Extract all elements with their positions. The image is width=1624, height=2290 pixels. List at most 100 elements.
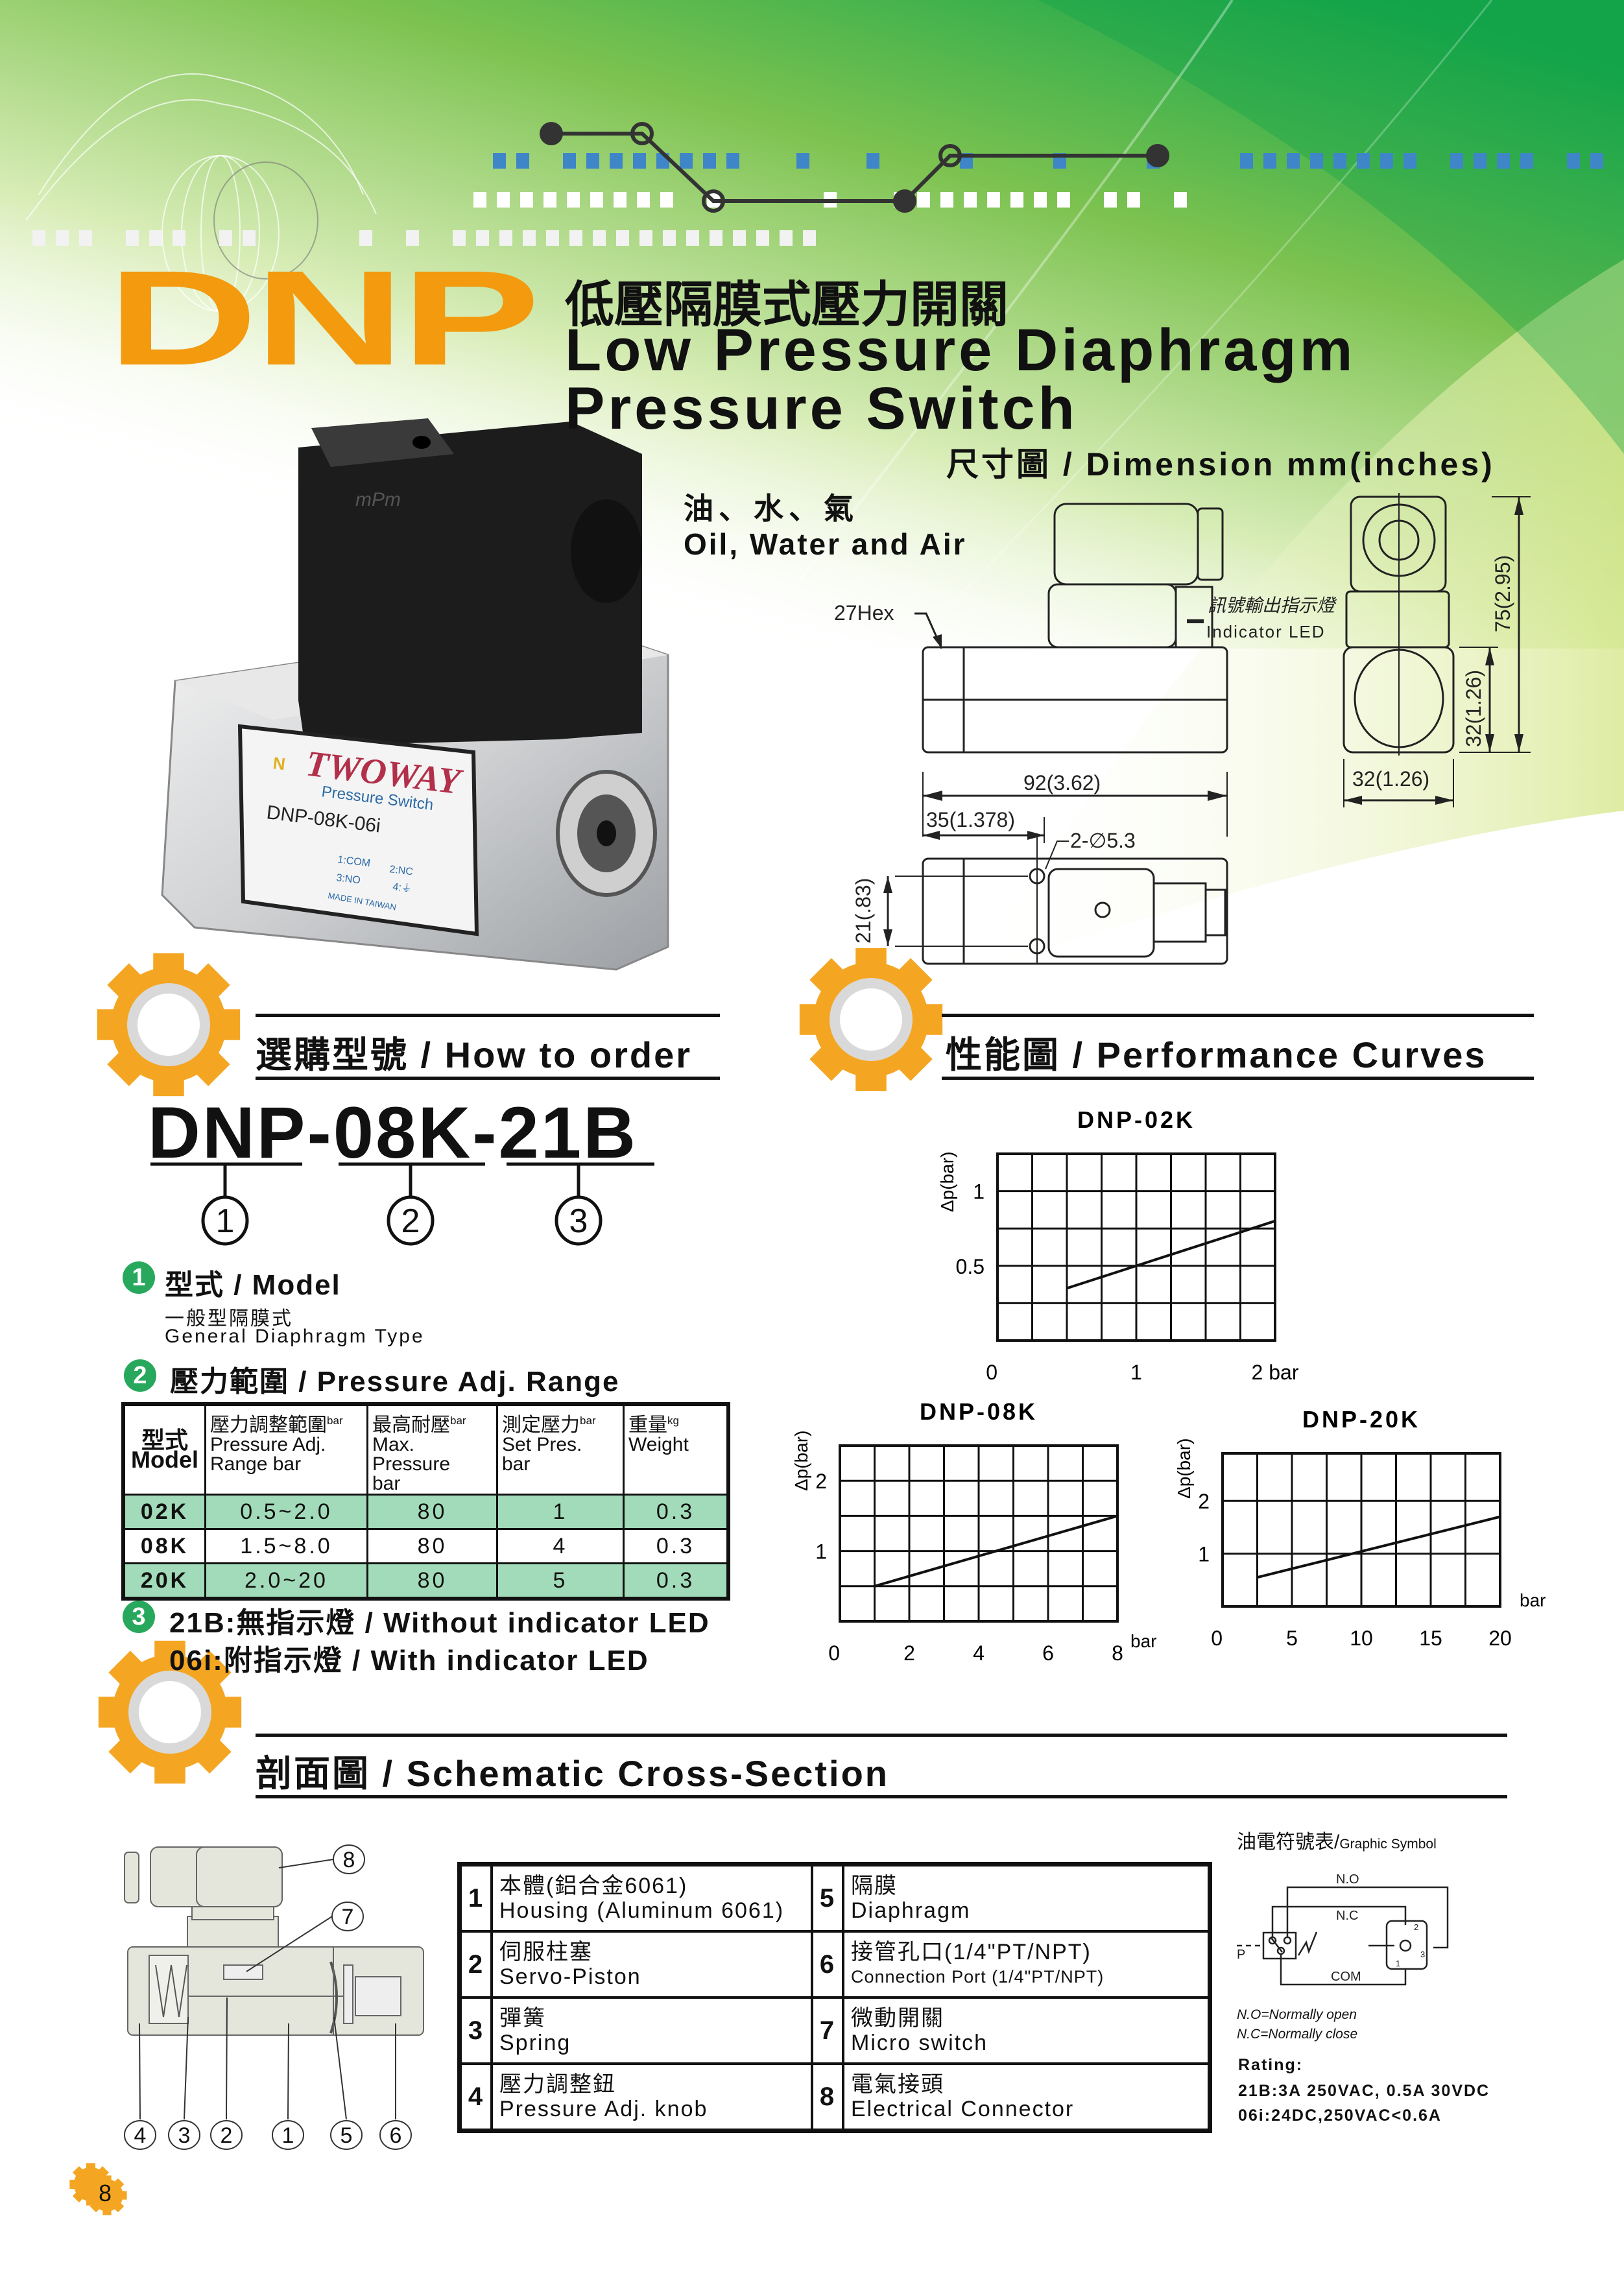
dimension-drawing — [883, 493, 1531, 965]
callout-leader — [333, 2016, 347, 2120]
callout-number-5: 5 — [340, 2123, 353, 2148]
part-no: 7 — [811, 1996, 844, 2065]
y-tick-label: 2 — [1198, 1490, 1210, 1513]
cell-model: 08K — [122, 1528, 206, 1564]
wireframe-globe — [25, 73, 377, 312]
y-axis-label: Δp(bar) — [791, 1431, 811, 1491]
dim-hole-spacing: 21(.83) — [852, 878, 875, 944]
dimension-title: 尺寸圖 / Dimension mm(inches) — [946, 446, 1495, 483]
dash-mark — [660, 192, 673, 208]
dash-mark — [637, 192, 650, 208]
dash-mark — [32, 230, 45, 246]
part-en: Connection Port (1/4"PT/NPT) — [851, 1967, 1105, 1986]
header-weight-unit: kg — [667, 1414, 679, 1427]
header-max-zh: 最高耐壓 — [372, 1414, 450, 1436]
order-code: DNP-08K-21B — [148, 1092, 638, 1173]
gear-hole — [127, 983, 210, 1066]
gear-tooth — [809, 1039, 852, 1081]
dash-mark — [756, 230, 769, 246]
callout-circle — [168, 2120, 200, 2150]
series-line — [1257, 1515, 1501, 1579]
how-to-order-title: 選購型號 / How to order — [256, 1034, 692, 1075]
x-tick-label: 2 bar — [1252, 1361, 1299, 1384]
page-gear-icon — [87, 2175, 127, 2215]
dim-hex: 27Hex — [834, 601, 894, 625]
x-tick-label: 0 — [828, 1641, 840, 1665]
header-weight-en: Weight — [628, 1434, 689, 1455]
dash-mark — [593, 230, 606, 246]
nameplate-pin4: 4:⏚ — [392, 881, 412, 894]
dash-mark — [1567, 153, 1580, 169]
part-zh: 接管孔口(1/4"PT/NPT) — [851, 1940, 1092, 1964]
dash-mark — [1590, 153, 1603, 169]
svg-text:N: N — [272, 753, 286, 774]
part-no: 3 — [458, 1996, 493, 2065]
graphic-symbol-title-zh: 油電符號表/ — [1237, 1831, 1340, 1853]
header-max-en: Max. Pressure — [372, 1434, 451, 1475]
header-range-en: Pressure Adj. — [210, 1434, 326, 1455]
code-marker-3: 3 — [569, 1202, 588, 1240]
part-en: Micro switch — [851, 2031, 988, 2055]
dash-mark — [1057, 192, 1070, 208]
gear-tooth — [107, 963, 149, 1005]
dash-mark — [633, 153, 646, 169]
dash-mark — [1310, 153, 1323, 169]
dash-mark — [940, 192, 953, 208]
part-no: 8 — [811, 2062, 844, 2132]
part-en: Housing (Aluminum 6061) — [499, 1898, 785, 1923]
chart-title: DNP-20K — [1302, 1406, 1420, 1433]
x-tick-label: 8 — [1112, 1641, 1123, 1665]
dimension-labels: 27Hex 訊號輸出指示燈 Indicator LED 92(3.62) 35(… — [834, 555, 1514, 944]
nameplate-pin2: 2:NC — [389, 864, 414, 877]
dash-mark — [1333, 153, 1346, 169]
cell-max: 80 — [366, 1528, 498, 1564]
dash-mark — [964, 192, 977, 208]
divider — [942, 1077, 1534, 1080]
symbol-p-label: P — [1237, 1948, 1245, 1962]
header-set-en: Set Pres. — [502, 1434, 582, 1455]
header-set-en2: bar — [502, 1453, 531, 1475]
brand-logo: DNP — [107, 243, 540, 394]
dash-mark — [1450, 153, 1463, 169]
model-desc-en: General Diaphragm Type — [165, 1326, 425, 1347]
symbol-pin-2: 2 — [1414, 1922, 1418, 1932]
dash-mark — [616, 230, 629, 246]
rating-21b: 21B:3A 250VAC, 0.5A 30VDC — [1238, 2082, 1490, 2100]
header-range-zh: 壓力調整範圍 — [210, 1414, 327, 1436]
dash-mark — [1263, 153, 1276, 169]
dash-mark — [546, 230, 559, 246]
cell-set: 1 — [496, 1494, 625, 1530]
chart-title: DNP-08K — [920, 1398, 1038, 1425]
part-en: Pressure Adj. knob — [499, 2097, 708, 2121]
divider — [256, 1795, 1507, 1798]
cell-model: 20K — [122, 1562, 206, 1600]
dash-mark — [703, 153, 716, 169]
callout-leader — [278, 1859, 334, 1868]
cell-weight: 0.3 — [623, 1528, 730, 1564]
cell-range: 0.5~2.0 — [204, 1494, 368, 1530]
y-tick-label: 1 — [973, 1180, 985, 1204]
dash-mark — [243, 230, 256, 246]
y-tick-label: 0.5 — [956, 1255, 985, 1278]
part-zh: 微動開關 — [851, 2006, 944, 2031]
header-range-unit: bar — [327, 1414, 343, 1427]
range-badge: 2 — [124, 1359, 156, 1392]
x-tick-label: 4 — [973, 1641, 985, 1665]
nameplate-pin3: 3:NO — [336, 872, 361, 886]
part-no: 5 — [811, 1863, 844, 1933]
dash-mark — [733, 230, 746, 246]
graphic-symbol-diagram — [1237, 1886, 1449, 1986]
dash-mark — [1520, 153, 1533, 169]
dash-mark — [473, 192, 486, 208]
callout-number-6: 6 — [390, 2123, 402, 2148]
gear-tooth — [90, 2178, 102, 2190]
